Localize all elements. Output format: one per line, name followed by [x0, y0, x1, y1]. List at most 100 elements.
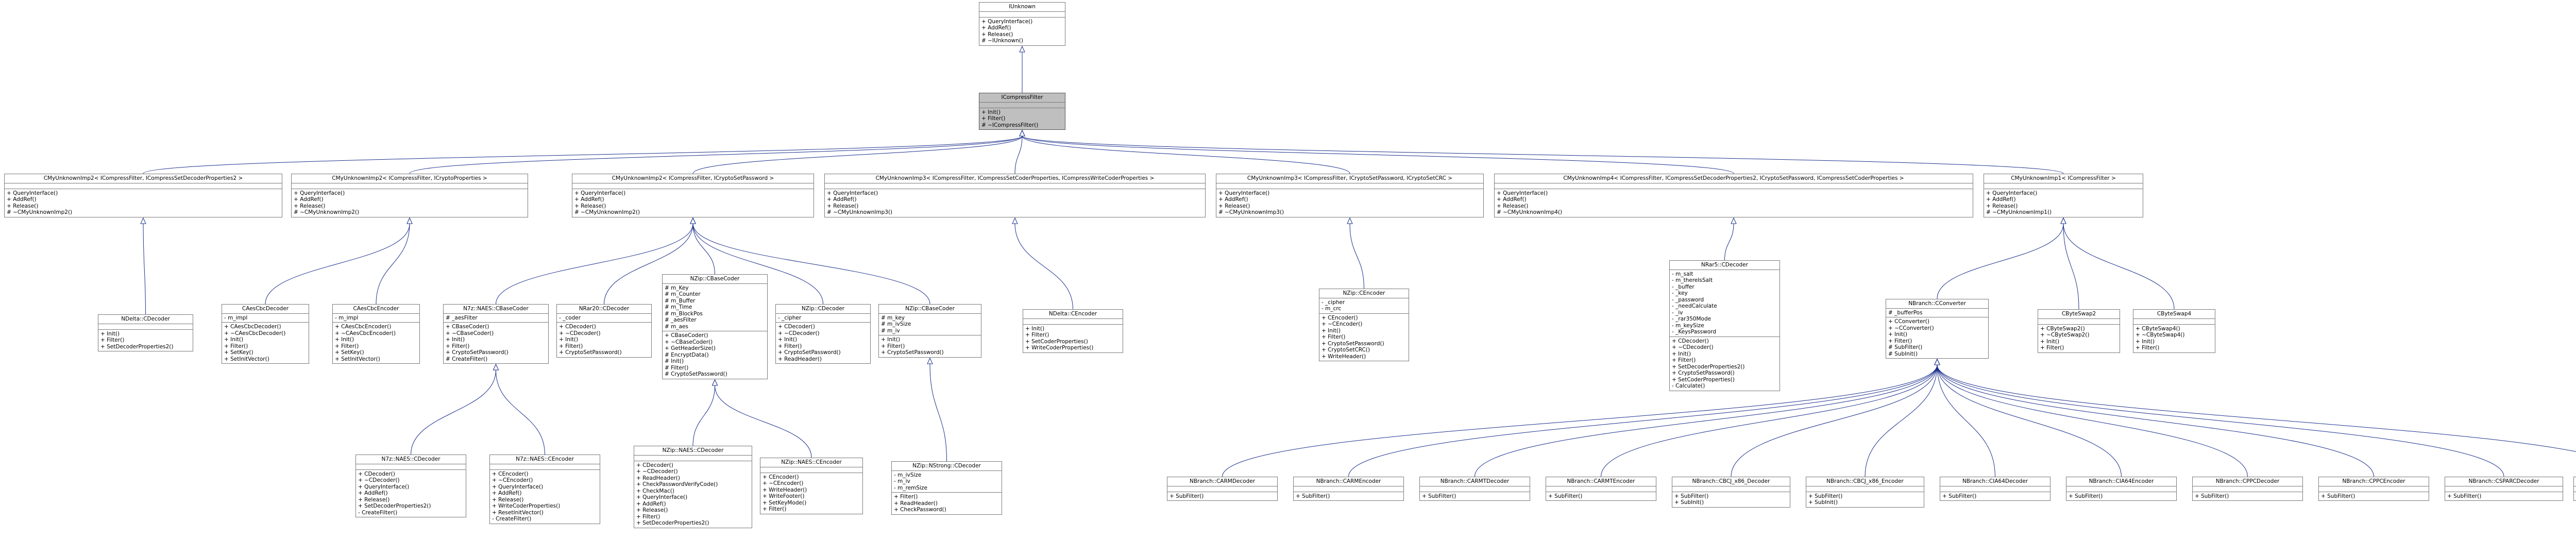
- method: + AddRef(): [492, 490, 522, 496]
- class-node-b-bcjenc[interactable]: NBranch::CBCJ_x86_Encoder+ SubFilter()+ …: [1806, 477, 1924, 508]
- class-methods: + QueryInterface()+ AddRef()+ Release()#…: [292, 188, 528, 217]
- method: + SetInitVector(): [224, 356, 269, 362]
- class-methods: + CAesCbcEncoder()+ ~CAesCbcEncoder()+ I…: [333, 322, 419, 363]
- member: - _password: [1672, 296, 1704, 303]
- class-node-b-bcjdec[interactable]: NBranch::CBCJ_x86_Decoder+ SubFilter()+ …: [1672, 477, 1790, 508]
- class-methods: + QueryInterface()+ AddRef()+ Release()#…: [1984, 188, 2143, 217]
- method: + ~CBaseCoder(): [446, 330, 494, 337]
- class-methods: + QueryInterface()+ AddRef()+ Release()#…: [1216, 188, 1483, 217]
- class-node-icompressfilter[interactable]: ICompressFilter+ Init()+ Filter()# ~ICom…: [979, 93, 1065, 130]
- class-methods: + SubFilter()+ SubInit(): [1672, 491, 1790, 507]
- method: + Init(): [1025, 325, 1045, 332]
- class-node-b-armdec[interactable]: NBranch::CARMDecoder+ SubFilter(): [1167, 477, 1278, 501]
- class-node-aescbcdecoder[interactable]: CAesCbcDecoder- m_impl+ CAesCbcDecoder()…: [222, 304, 309, 364]
- method: + CDecoder(): [1672, 338, 1709, 344]
- method: + AddRef(): [827, 196, 857, 203]
- inheritance-edge: [496, 223, 693, 305]
- member: # m_Key: [665, 284, 689, 291]
- method: + CConverter(): [1888, 318, 1929, 325]
- class-node-b-ppcenc[interactable]: NBranch::CPPCEncoder+ SubFilter(): [2318, 477, 2429, 501]
- class-node-impl1[interactable]: CMyUnknownImp1< ICompressFilter >+ Query…: [1984, 174, 2143, 217]
- inheritance-edge: [376, 223, 410, 305]
- inheritance-edge: [1222, 364, 1938, 477]
- method: + Release(): [574, 203, 606, 209]
- class-members: [5, 182, 282, 189]
- method: + Filter(): [894, 494, 918, 500]
- method: + ~CConverter(): [1888, 325, 1934, 331]
- class-node-byteswap4[interactable]: CByteSwap4+ CByteSwap4()+ ~CByteSwap4()+…: [2133, 309, 2215, 353]
- method: + SubFilter(): [2069, 493, 2103, 499]
- class-node-zipencoder[interactable]: NZip::CEncoder- _cipher- m_crc+ CEncoder…: [1319, 289, 1409, 361]
- class-node-b-ppcdec[interactable]: NBranch::CPPCDecoder+ SubFilter(): [2192, 477, 2303, 501]
- class-members: [1940, 485, 2050, 492]
- method: + SetDecoderProperties2(): [100, 343, 174, 350]
- class-node-byteswap2[interactable]: CByteSwap2+ CByteSwap2()+ ~CByteSwap2()+…: [2038, 309, 2120, 353]
- class-node-b-sparcdec[interactable]: NBranch::CSPARCDecoder+ SubFilter(): [2445, 477, 2563, 501]
- class-node-b-ia64dec[interactable]: NBranch::CIA64Decoder+ SubFilter(): [1940, 477, 2050, 501]
- class-node-branchconverter[interactable]: NBranch::CConverter# _bufferPos+ CConver…: [1886, 299, 1989, 359]
- method: # ~CMyUnknownImp2(): [574, 209, 640, 215]
- class-node-deltaencoder[interactable]: NDelta::CEncoder+ Init()+ Filter()+ SetC…: [1023, 309, 1123, 353]
- class-node-b-armenc[interactable]: NBranch::CARMEncoder+ SubFilter(): [1293, 477, 1404, 501]
- inheritance-edge: [604, 223, 693, 305]
- method: + Filter(): [1321, 334, 1346, 340]
- class-node-impl2-cryptoprops[interactable]: CMyUnknownImp2< ICompressFilter, ICrypto…: [291, 174, 528, 217]
- class-node-impl3-coder[interactable]: CMyUnknownImp3< ICompressFilter, ICompre…: [824, 174, 1206, 217]
- class-methods: + QueryInterface()+ AddRef()+ Release()#…: [5, 188, 282, 217]
- class-name: NBranch::CARMEncoder: [1316, 478, 1381, 484]
- method: - Calculate(): [1672, 383, 1705, 389]
- class-members: [979, 102, 1065, 108]
- class-node-rar5aesdecoder[interactable]: NRar5::CDecoder- m_salt- m_thereIsSalt- …: [1669, 260, 1780, 391]
- member: - m_remSize: [894, 484, 927, 491]
- class-name: ICompressFilter: [1001, 94, 1043, 100]
- inheritance-edge: [1937, 364, 2576, 452]
- class-node-impl2-cryptopw[interactable]: CMyUnknownImp2< ICompressFilter, ICrypto…: [572, 174, 814, 217]
- method: + ~CAesCbcDecoder(): [224, 330, 286, 337]
- class-methods: + CEncoder()+ ~CEncoder()+ WriteHeader()…: [760, 472, 862, 514]
- inheritance-edge: [1724, 223, 1734, 261]
- class-node-b-sparcenc[interactable]: NBranch::CSPARCEncoder+ SubFilter(): [2573, 477, 2576, 501]
- class-node-7zaesdecoder[interactable]: N7z::NAES::CDecoder+ CDecoder()+ ~CDecod…: [355, 455, 466, 517]
- class-node-zipdecoder[interactable]: NZip::CDecoder- _cipher+ CDecoder()+ ~CD…: [775, 304, 871, 364]
- method: + Release(): [827, 203, 859, 209]
- class-node-impl2-decprops[interactable]: CMyUnknownImp2< ICompressFilter, ICompre…: [4, 174, 282, 217]
- method: + ~CEncoder(): [492, 477, 533, 483]
- inheritance-edge: [496, 369, 545, 455]
- method: + SetCoderProperties(): [1025, 338, 1088, 345]
- class-methods: + Filter()+ ReadHeader()+ CheckPassword(…: [892, 492, 1002, 514]
- method: + QueryInterface(): [1218, 190, 1270, 196]
- class-node-7zaesencoder[interactable]: N7z::NAES::CEncoder+ CEncoder()+ ~CEncod…: [489, 455, 600, 524]
- class-node-wzaesencoder[interactable]: NZip::NAES::CEncoder+ CEncoder()+ ~CEnco…: [760, 458, 863, 514]
- class-node-b-ia64enc[interactable]: NBranch::CIA64Encoder+ SubFilter(): [2066, 477, 2177, 501]
- class-node-wzaesdecoder[interactable]: NZip::NAES::CDecoder+ CDecoder()+ ~CDeco…: [634, 446, 752, 528]
- class-members: - m_impl: [333, 313, 419, 323]
- method: + QueryInterface(): [574, 190, 626, 196]
- class-node-aescbcencoder[interactable]: CAesCbcEncoder- m_impl+ CAesCbcEncoder()…: [332, 304, 420, 364]
- member: # m_ivSize: [881, 321, 911, 327]
- class-methods: + CBaseCoder()+ ~CBaseCoder()+ Init()+ F…: [444, 322, 548, 363]
- method: + Filter(): [224, 343, 248, 349]
- class-node-b-armtenc[interactable]: NBranch::CARMTEncoder+ SubFilter(): [1546, 477, 1656, 501]
- method: + Init(): [1672, 350, 1691, 357]
- method: + CheckMac(): [636, 487, 674, 494]
- inheritance-arrowhead: [1731, 217, 1737, 224]
- class-node-impl3-crc[interactable]: CMyUnknownImp3< ICompressFilter, ICrypto…: [1216, 174, 1484, 217]
- method: # CryptoSetPassword(): [665, 371, 727, 377]
- class-name: CMyUnknownImp3< ICompressFilter, ICompre…: [875, 175, 1155, 181]
- class-node-zipstrongbase[interactable]: NZip::CBaseCoder# m_key# m_ivSize# m_iv+…: [878, 304, 981, 358]
- class-node-iunknown[interactable]: IUnknown+ QueryInterface()+ AddRef()+ Re…: [979, 2, 1065, 46]
- method: + CEncoder(): [1321, 314, 1358, 321]
- method: + Release(): [7, 203, 39, 209]
- class-node-impl4[interactable]: CMyUnknownImp4< ICompressFilter, ICompre…: [1494, 174, 1973, 217]
- method: + CAesCbcDecoder(): [224, 324, 281, 330]
- class-node-rar20decoder[interactable]: NRar20::CDecoder- _coder+ CDecoder()+ ~C…: [556, 304, 652, 358]
- class-node-7zaesbasecoder[interactable]: N7z::NAES::CBaseCoder# _aesFilter+ CBase…: [443, 304, 549, 364]
- class-node-wzbasecoder[interactable]: NZip::CBaseCoder# m_Key# m_Counter# m_Bu…: [662, 274, 768, 379]
- class-node-b-armtdec[interactable]: NBranch::CARMTDecoder+ SubFilter(): [1419, 477, 1530, 501]
- class-node-deltadecoder[interactable]: NDelta::CDecoder+ Init()+ Filter()+ SetD…: [98, 314, 193, 351]
- class-methods: + SubFilter(): [1420, 491, 1530, 501]
- class-node-zipstrongdecoder[interactable]: NZip::NStrong::CDecoder- m_ivSize- m_iv-…: [891, 461, 1002, 515]
- method: + Filter(): [335, 343, 359, 349]
- method: + Filter(): [2040, 345, 2064, 351]
- class-name: IUnknown: [1009, 4, 1036, 10]
